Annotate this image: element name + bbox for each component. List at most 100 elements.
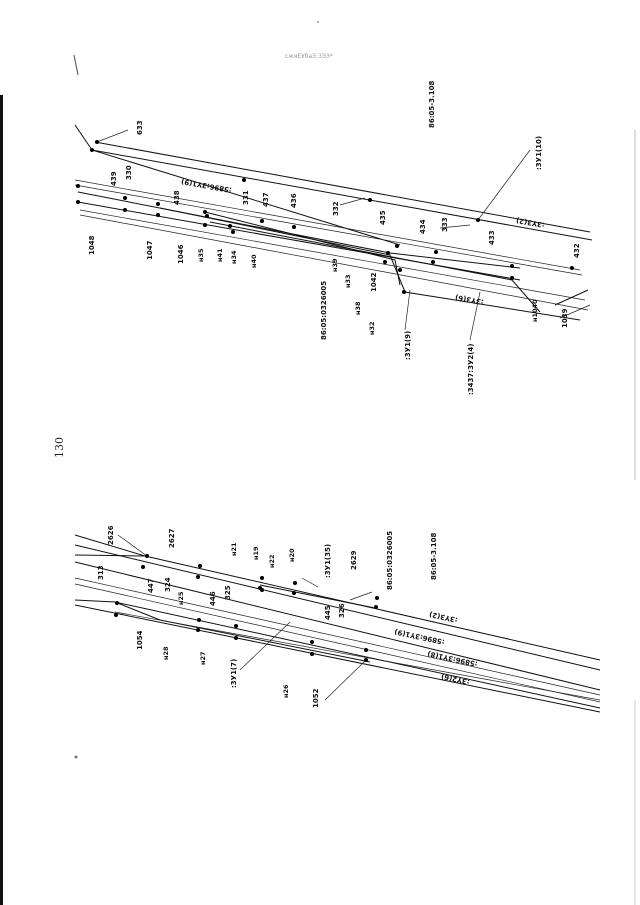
survey-point bbox=[242, 178, 246, 182]
boundary-line bbox=[74, 604, 601, 713]
point-label: н40 bbox=[250, 254, 258, 268]
zone-label: :3У1(9) bbox=[404, 331, 412, 360]
leader-line bbox=[477, 149, 531, 221]
point-label: н27 bbox=[199, 651, 207, 665]
point-label: 436 bbox=[290, 193, 298, 208]
survey-point bbox=[90, 148, 94, 152]
survey-point bbox=[145, 554, 149, 558]
boundary-line bbox=[74, 184, 583, 276]
point-label: 313 bbox=[97, 565, 105, 580]
survey-point bbox=[76, 184, 80, 188]
boundary-line bbox=[79, 214, 589, 311]
boundary-line bbox=[79, 209, 586, 301]
leader-line bbox=[339, 197, 366, 206]
survey-point bbox=[205, 214, 209, 218]
scan-header-text: сжяЕУбаЗ:ЗЭЗ* bbox=[285, 53, 333, 60]
leader-line bbox=[404, 289, 411, 331]
scan-speck bbox=[317, 21, 319, 23]
boundary-line bbox=[74, 554, 146, 557]
zone-label: :3У1(10) bbox=[535, 136, 543, 170]
survey-point bbox=[398, 268, 402, 272]
point-label: н35 bbox=[197, 248, 205, 262]
boundary-line bbox=[91, 149, 593, 241]
survey-point bbox=[156, 202, 160, 206]
lower-map: 2626 2627 313 447 324 н25 н21 н19 н22 н2… bbox=[74, 525, 601, 713]
survey-point bbox=[123, 196, 127, 200]
point-label: н20 bbox=[288, 548, 296, 562]
point-label: 1042 bbox=[370, 272, 378, 292]
survey-point bbox=[260, 219, 264, 223]
point-label: 438 bbox=[173, 190, 181, 205]
survey-point bbox=[203, 210, 207, 214]
point-label: 1047 bbox=[146, 240, 154, 260]
zone-label: :5896:3Y1(9) bbox=[181, 177, 233, 194]
point-label: 435 bbox=[379, 210, 387, 225]
point-label: 437 bbox=[262, 192, 270, 207]
survey-point bbox=[375, 596, 379, 600]
survey-point bbox=[368, 198, 372, 202]
boundary-line bbox=[114, 611, 601, 701]
survey-point bbox=[123, 208, 127, 212]
point-label: н21 bbox=[230, 542, 238, 556]
survey-point bbox=[228, 224, 232, 228]
point-label: 333 bbox=[441, 217, 449, 232]
survey-point bbox=[114, 613, 118, 617]
survey-point bbox=[203, 223, 207, 227]
survey-point bbox=[141, 565, 145, 569]
point-label: 330 bbox=[125, 165, 133, 180]
point-label: 326 bbox=[338, 603, 346, 618]
point-label: 633 bbox=[136, 120, 144, 135]
survey-point bbox=[260, 588, 264, 592]
boundary-line bbox=[74, 179, 581, 271]
boundary-line bbox=[559, 304, 591, 319]
point-label: 433 bbox=[488, 230, 496, 245]
point-label: н1040 bbox=[531, 299, 539, 322]
point-label: н28 bbox=[162, 646, 170, 660]
survey-point bbox=[197, 618, 201, 622]
page-number: 130 bbox=[53, 437, 66, 458]
point-label: н32 bbox=[368, 321, 376, 335]
survey-point bbox=[434, 250, 438, 254]
point-label: н22 bbox=[268, 554, 276, 568]
point-label: 1054 bbox=[136, 630, 144, 650]
point-label: н34 bbox=[230, 250, 238, 264]
point-label: 332 bbox=[332, 201, 340, 216]
cadastral-quarter-label: 86:05-3.108 bbox=[428, 81, 436, 128]
scan-speck bbox=[74, 755, 78, 759]
leader-line bbox=[301, 577, 319, 588]
survey-point bbox=[310, 640, 314, 644]
point-label: н33 bbox=[344, 274, 352, 288]
survey-point bbox=[364, 648, 368, 652]
point-label: 1048 bbox=[88, 235, 96, 255]
survey-point bbox=[310, 652, 314, 656]
survey-point bbox=[115, 601, 119, 605]
boundary-line bbox=[77, 191, 521, 269]
point-label: 445 bbox=[324, 605, 332, 620]
leader-line bbox=[349, 591, 373, 601]
survey-point bbox=[198, 564, 202, 568]
leader-line bbox=[96, 129, 129, 143]
survey-point bbox=[570, 266, 574, 270]
leader-line bbox=[117, 534, 148, 557]
boundary-line bbox=[94, 141, 591, 233]
survey-point bbox=[364, 658, 368, 662]
point-label: 432 bbox=[573, 243, 581, 258]
parcel-id-label: 86:05:0326005 bbox=[320, 281, 328, 340]
survey-point bbox=[402, 290, 406, 294]
boundary-line bbox=[74, 577, 601, 696]
survey-point bbox=[386, 251, 390, 255]
survey-point bbox=[234, 624, 238, 628]
boundary-line bbox=[74, 544, 601, 671]
point-label: 439 bbox=[110, 171, 118, 186]
survey-point bbox=[231, 230, 235, 234]
point-label: 331 bbox=[242, 190, 250, 205]
leader-line bbox=[239, 621, 291, 671]
survey-point bbox=[374, 605, 378, 609]
survey-point bbox=[395, 244, 399, 248]
survey-point bbox=[383, 260, 387, 264]
point-label: 1039 bbox=[561, 308, 569, 328]
survey-point bbox=[431, 260, 435, 264]
point-label: 2629 bbox=[350, 550, 358, 570]
zone-label: :3У1(35) bbox=[324, 544, 332, 578]
point-label: 447 bbox=[147, 578, 155, 593]
